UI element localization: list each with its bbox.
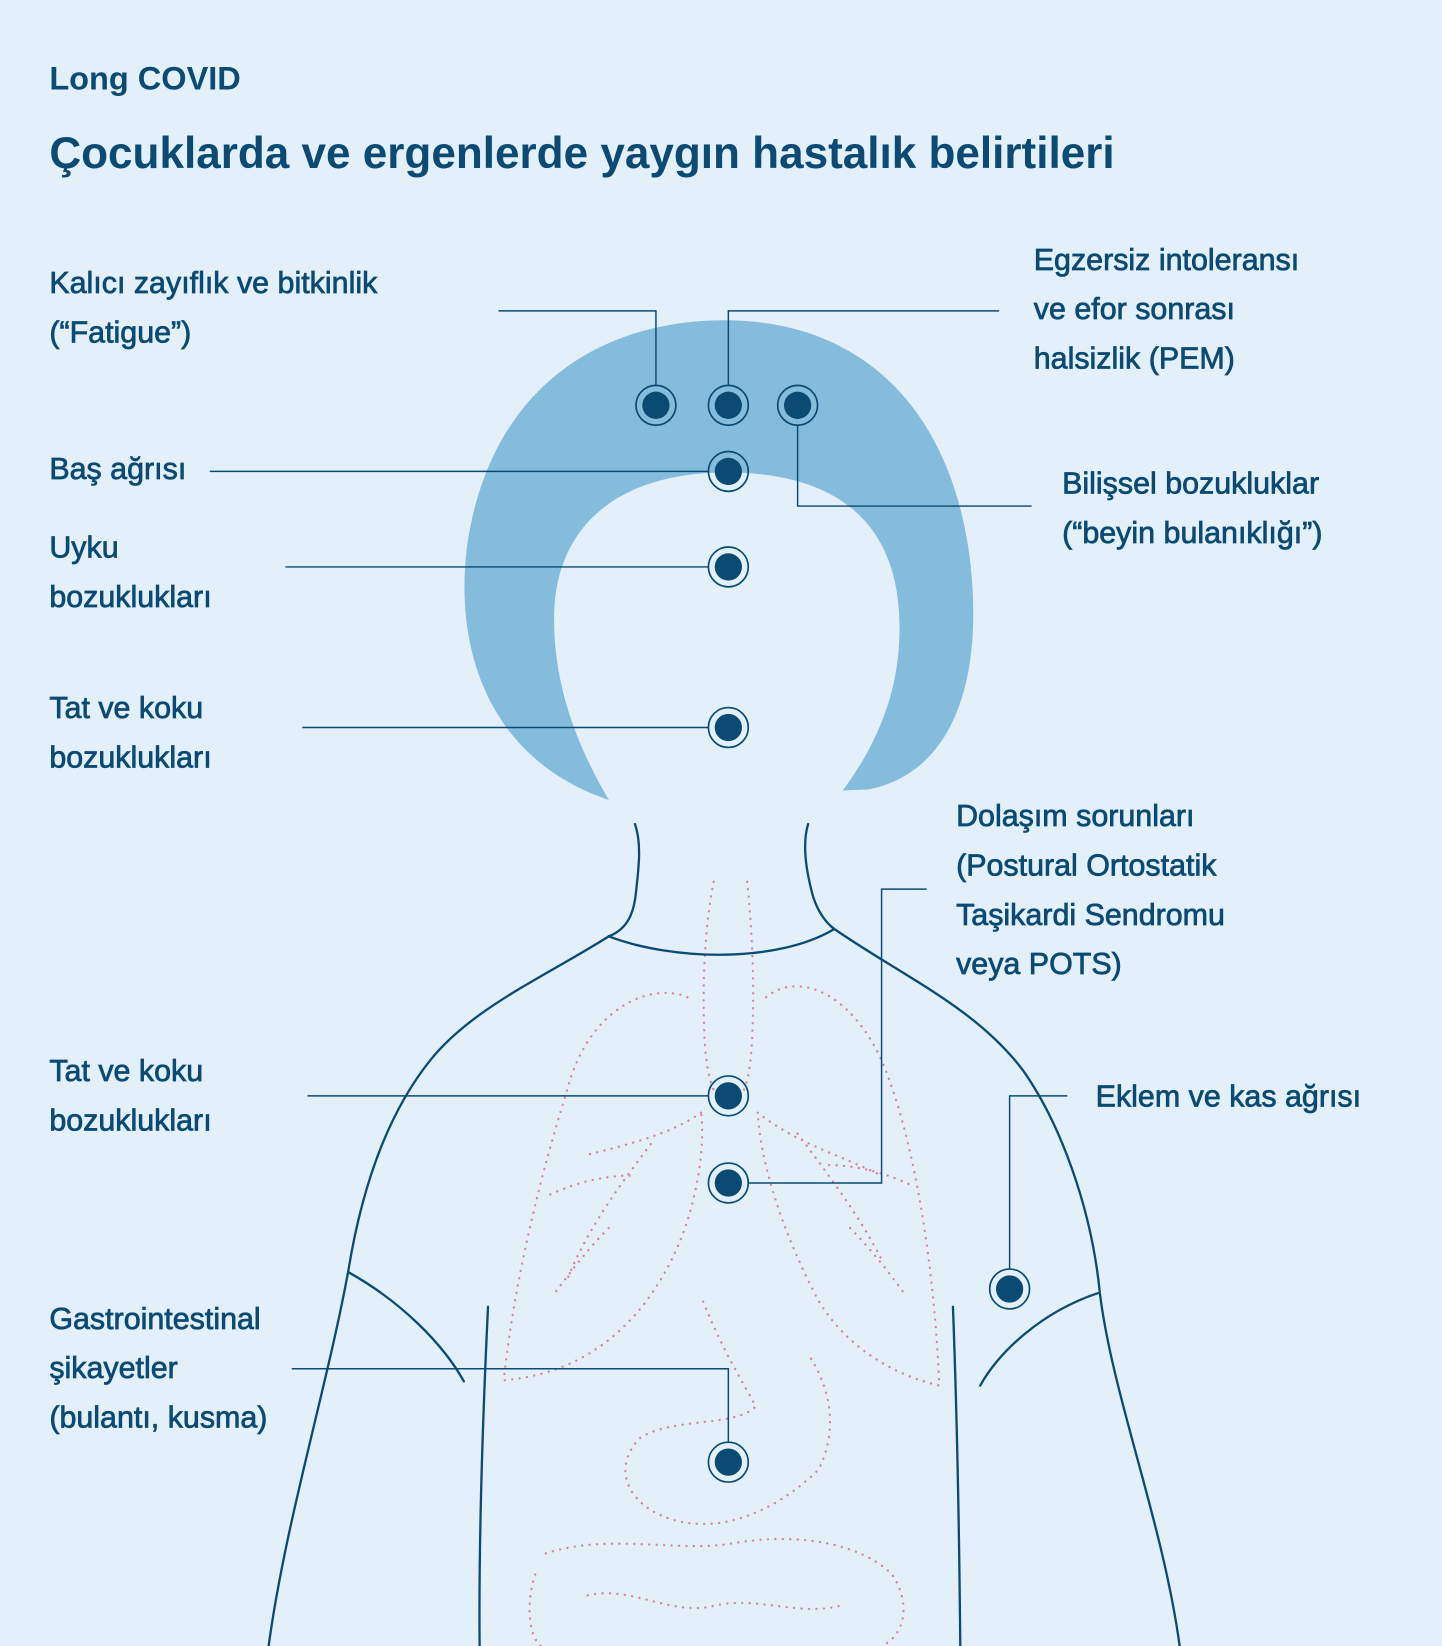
body-outline <box>267 822 1181 1646</box>
face <box>554 472 900 840</box>
label-pem: Egzersiz intoleransı ve efor sonrası hal… <box>1033 243 1299 376</box>
svg-text:Bilişsel bozukluklar: Bilişsel bozukluklar <box>1062 466 1319 500</box>
svg-text:Dolaşım sorunları: Dolaşım sorunları <box>956 799 1194 833</box>
svg-text:bozuklukları: bozuklukları <box>49 740 211 774</box>
supertitle: Long COVID <box>49 60 240 96</box>
label-cognitive: Bilişsel bozukluklar (“beyin bulanıklığı… <box>1062 466 1323 550</box>
svg-text:(“beyin bulanıklığı”): (“beyin bulanıklığı”) <box>1062 516 1322 550</box>
marker-joint-muscle <box>988 1268 1031 1310</box>
svg-text:Uyku: Uyku <box>49 530 118 564</box>
label-headache: Baş ağrısı <box>49 451 187 486</box>
svg-text:(bulantı, kusma): (bulantı, kusma) <box>49 1401 267 1435</box>
svg-text:ve efor sonrası: ve efor sonrası <box>1034 292 1235 326</box>
svg-text:şikayetler: şikayetler <box>49 1351 178 1385</box>
svg-text:(Postural Ortostatik: (Postural Ortostatik <box>956 848 1217 882</box>
label-joint-muscle: Eklem ve kas ağrısı <box>1095 1079 1361 1114</box>
marker-gastro <box>707 1441 750 1483</box>
svg-text:halsizlik (PEM): halsizlik (PEM) <box>1034 342 1235 376</box>
svg-text:veya POTS): veya POTS) <box>956 947 1122 981</box>
svg-text:(“Fatigue”): (“Fatigue”) <box>49 315 191 349</box>
label-fatigue: Kalıcı zayıflık ve bitkinlik (“Fatigue”) <box>49 266 379 350</box>
svg-text:Taşikardi Sendromu: Taşikardi Sendromu <box>956 898 1225 932</box>
svg-text:Kalıcı zayıflık ve bitkinlik: Kalıcı zayıflık ve bitkinlik <box>49 266 378 300</box>
marker-circulation <box>707 1162 750 1204</box>
marker-headache <box>707 450 750 493</box>
organs-outline <box>502 880 941 1646</box>
svg-text:Baş ağrısı: Baş ağrısı <box>49 452 186 486</box>
marker-taste-smell-2 <box>707 1075 750 1117</box>
svg-text:Egzersiz intoleransı: Egzersiz intoleransı <box>1034 243 1299 277</box>
leader-lines <box>209 310 1068 1443</box>
svg-text:bozuklukları: bozuklukları <box>49 580 211 614</box>
marker-fatigue <box>635 384 677 427</box>
label-gastro: Gastrointestinal şikayetler (bulantı, ku… <box>49 1301 268 1435</box>
svg-text:Eklem ve kas ağrısı: Eklem ve kas ağrısı <box>1096 1079 1361 1113</box>
svg-text:Tat ve koku: Tat ve koku <box>49 1054 203 1088</box>
label-taste-smell-1: Tat ve koku bozuklukları <box>49 691 212 775</box>
svg-text:Gastrointestinal: Gastrointestinal <box>49 1302 260 1336</box>
marker-taste-smell-1 <box>707 706 750 749</box>
label-taste-smell-2: Tat ve koku bozuklukları <box>49 1054 212 1138</box>
page-title: Çocuklarda ve ergenlerde yaygın hastalık… <box>49 129 1114 178</box>
label-circulation: Dolaşım sorunları (Postural Ortostatik T… <box>956 799 1226 982</box>
svg-text:Tat ve koku: Tat ve koku <box>49 691 203 725</box>
marker-cognitive <box>776 384 819 427</box>
svg-text:bozuklukları: bozuklukları <box>49 1104 211 1138</box>
marker-sleep <box>707 546 750 588</box>
label-sleep: Uyku bozuklukları <box>49 530 212 614</box>
marker-pem <box>707 384 750 427</box>
